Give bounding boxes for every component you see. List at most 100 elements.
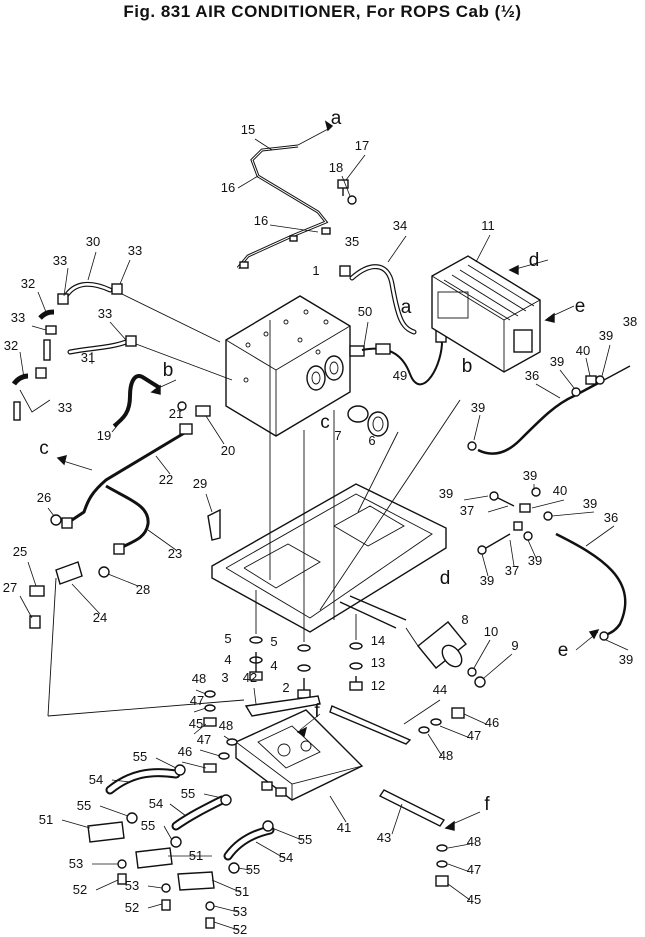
callout-52: 52 (233, 922, 247, 937)
callout-46: 46 (485, 715, 499, 730)
callout-7: 7 (334, 428, 341, 443)
callout-39: 39 (599, 328, 613, 343)
callout-48: 48 (219, 718, 233, 733)
callout-2: 2 (282, 680, 289, 695)
callout-53: 53 (233, 904, 247, 919)
callout-55: 55 (141, 818, 155, 833)
callout-18: 18 (329, 160, 343, 175)
callout-36: 36 (604, 510, 618, 525)
callout-39: 39 (480, 573, 494, 588)
left-piping-30-33 (11, 251, 233, 421)
callout-39: 39 (471, 400, 485, 415)
callout-48: 48 (439, 748, 453, 763)
callout-43: 43 (377, 830, 391, 845)
bracket-43 (378, 789, 481, 835)
callout-55: 55 (181, 786, 195, 801)
callout-55: 55 (77, 798, 91, 813)
callout-55: 55 (133, 749, 147, 764)
callout-48: 48 (192, 671, 206, 686)
callout-13: 13 (371, 655, 385, 670)
connection-letter-f: f (314, 701, 320, 722)
callout-51: 51 (235, 884, 249, 899)
callout-42: 42 (243, 670, 257, 685)
callout-55: 55 (246, 862, 260, 877)
callout-20: 20 (221, 443, 235, 458)
callout-19: 19 (97, 428, 111, 443)
callout-27: 27 (3, 580, 17, 595)
air-conditioner-unit-1 (225, 295, 365, 437)
drain-hose-34 (339, 235, 417, 335)
callout-12: 12 (371, 678, 385, 693)
callout-47: 47 (467, 728, 481, 743)
callout-16: 16 (254, 213, 268, 228)
connection-letter-e: e (575, 296, 586, 317)
callout-33: 33 (128, 243, 142, 258)
tube-36-lower (555, 525, 629, 651)
callout-33: 33 (58, 400, 72, 415)
callout-33: 33 (53, 253, 67, 268)
callout-37: 37 (505, 563, 519, 578)
figure-title: Fig. 831 AIR CONDITIONER, For ROPS Cab (… (123, 2, 522, 21)
callout-33: 33 (98, 306, 112, 321)
connection-letter-d: d (440, 568, 451, 589)
connection-letter-b: b (163, 360, 174, 381)
callout-40: 40 (553, 483, 567, 498)
ring-and-filter-6-7 (347, 405, 389, 437)
callout-38: 38 (623, 314, 637, 329)
callout-9: 9 (511, 638, 518, 653)
callout-35: 35 (345, 234, 359, 249)
heater-unit-41 (235, 687, 364, 823)
callout-50: 50 (358, 304, 372, 319)
callout-32: 32 (4, 338, 18, 353)
callout-6: 6 (368, 433, 375, 448)
callout-23: 23 (168, 546, 182, 561)
callout-29: 29 (193, 476, 207, 491)
callout-14: 14 (371, 633, 385, 648)
tube-19-and-clamp-20-21 (111, 374, 225, 445)
callout-39: 39 (439, 486, 453, 501)
callout-24: 24 (93, 610, 107, 625)
connection-letter-e: e (558, 640, 569, 661)
bolt-17-18 (337, 154, 366, 205)
callout-21: 21 (169, 406, 183, 421)
callout-41: 41 (337, 820, 351, 835)
callout-49: 49 (393, 368, 407, 383)
callout-25: 25 (13, 544, 27, 559)
connection-letter-a: a (331, 108, 342, 129)
callout-39: 39 (528, 553, 542, 568)
callout-28: 28 (136, 582, 150, 597)
fasteners-2-5-12-14 (249, 590, 363, 699)
callout-55: 55 (298, 832, 312, 847)
callout-34: 34 (393, 218, 407, 233)
callout-47: 47 (190, 693, 204, 708)
callout-33: 33 (11, 310, 25, 325)
callout-32: 32 (21, 276, 35, 291)
callout-36: 36 (525, 368, 539, 383)
floor-mounting-tray (211, 320, 461, 633)
connection-letter-b: b (462, 356, 473, 377)
connection-letter-d: d (529, 250, 540, 271)
callout-54: 54 (149, 796, 163, 811)
callout-39: 39 (619, 652, 633, 667)
callout-53: 53 (125, 878, 139, 893)
bracket-44 (329, 699, 441, 745)
callout-26: 26 (37, 490, 51, 505)
fittings-37-40 (463, 484, 595, 577)
callout-51: 51 (39, 812, 53, 827)
callout-45: 45 (467, 892, 481, 907)
callout-16: 16 (221, 180, 235, 195)
callout-54: 54 (89, 772, 103, 787)
callout-10: 10 (484, 624, 498, 639)
callout-54: 54 (279, 850, 293, 865)
callout-5: 5 (270, 634, 277, 649)
ducts-and-louvers-51-55 (61, 757, 303, 931)
callout-45: 45 (189, 716, 203, 731)
callout-8: 8 (461, 612, 468, 627)
callout-46: 46 (178, 744, 192, 759)
callout-47: 47 (467, 862, 481, 877)
callout-51: 51 (189, 848, 203, 863)
callout-1: 1 (312, 263, 319, 278)
bracket-24-29-and-bolts-25-28 (19, 493, 245, 717)
